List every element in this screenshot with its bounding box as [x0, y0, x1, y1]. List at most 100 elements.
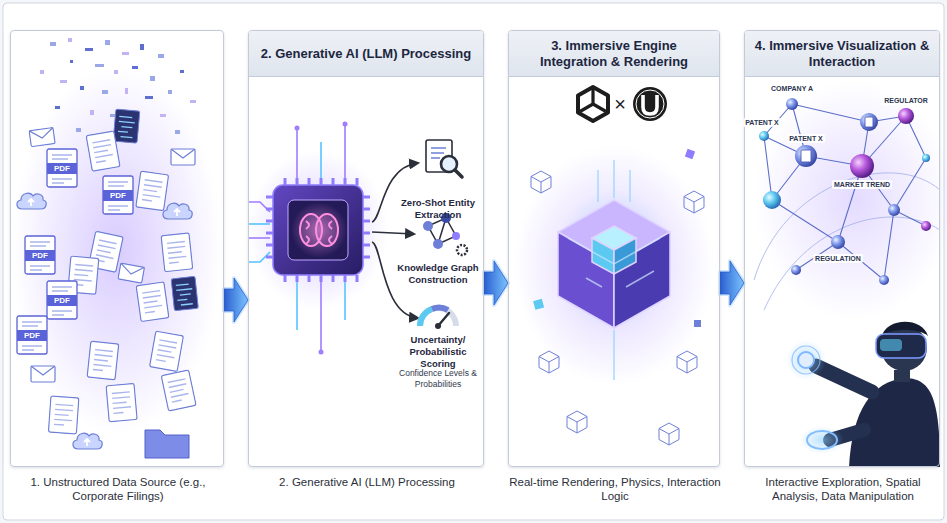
main-cube: [558, 200, 670, 328]
panel-caption: Interactive Exploration, Spatial Analysi…: [745, 475, 941, 503]
graph-node-label: COMPANY A: [769, 84, 815, 93]
main-cube-part: [558, 232, 614, 328]
file-type-label: PDF: [54, 164, 70, 174]
data-bits-part: [76, 128, 81, 132]
gauge-icon: [420, 308, 456, 329]
llm-chip-illustration: [248, 122, 467, 355]
data-bits-part: [55, 106, 60, 109]
vr-network-illustration-part: [898, 108, 914, 124]
engine-illustration-part: [694, 320, 701, 327]
panel-caption: Real-time Rendering, Physics, Interactio…: [509, 475, 721, 503]
circuit-traces-part: [248, 223, 270, 225]
vr-network-illustration-part: [795, 145, 817, 167]
llm-chip-illustration-part: [288, 200, 348, 260]
data-bits-part: [190, 100, 196, 103]
documents-illustration-part: [150, 331, 184, 371]
vr-user-part: [894, 370, 910, 382]
circuit-traces-part: [296, 282, 298, 330]
circuit-traces-part: [248, 237, 270, 239]
vr-user-part: [880, 339, 902, 351]
panel-caption: 2. Generative AI (LLM) Processing: [249, 475, 485, 489]
vr-network-illustration-part: [922, 154, 930, 162]
network-links: [764, 104, 926, 280]
data-bits-part: [102, 90, 108, 94]
graph-node-label: PATENT X: [787, 134, 825, 143]
engine-illustration: [508, 87, 718, 445]
engine-illustration-part: [685, 149, 695, 159]
brain-icon-part: [306, 221, 332, 244]
vr-network-illustration-part: [791, 265, 801, 275]
documents-illustration-part: [12, 65, 222, 435]
chip-pins-part: [266, 197, 273, 257]
unreal-logo-part: [643, 95, 657, 114]
data-bits-part: [95, 64, 104, 67]
main-cube-part: [614, 232, 670, 328]
panel-header: 4. Immersive Visualization & Interaction: [745, 31, 939, 77]
vr-network-illustration-part: [921, 221, 931, 231]
graph-node-label: MARKET TREND: [832, 180, 892, 189]
graph-node-label: REGULATION: [813, 254, 863, 263]
flow-arrow: [224, 278, 248, 322]
arrow-body: [224, 278, 248, 322]
chip-pins-part: [285, 275, 357, 282]
file-type-label: PDF: [110, 191, 126, 201]
graph-node-label: PATENT X: [743, 118, 781, 127]
data-bits-part: [158, 54, 164, 58]
data-bits-part: [40, 70, 44, 74]
vr-network-illustration-part: [786, 98, 798, 110]
data-bits-part: [68, 38, 72, 42]
feature-label: Knowledge Graph Construction: [394, 262, 482, 286]
documents-illustration-part: [161, 233, 193, 272]
llm-chip-illustration-part: [291, 202, 347, 258]
data-bits-part: [145, 96, 153, 99]
gauge-icon-part: [435, 323, 441, 329]
documents-illustration-part: [87, 341, 119, 380]
feature-label: Zero-Shot Entity Extraction: [394, 197, 482, 221]
engine-illustration-part: [508, 277, 548, 289]
unreal-logo-part: [636, 90, 664, 118]
engine-illustration-part: [677, 351, 697, 373]
engine-illustration-part: [554, 190, 674, 330]
documents-illustration-part: [25, 236, 55, 274]
graph-icon-part: [452, 232, 460, 240]
graph-icon-part: [428, 218, 456, 244]
documents-illustration-part: [29, 128, 55, 147]
file-type-label: PDF: [24, 331, 40, 341]
vr-network-illustration-part: [850, 154, 874, 178]
vr-network-illustration-part: [759, 131, 769, 141]
sweep-arcs-part: [764, 217, 940, 310]
unity-logo: [578, 87, 608, 121]
vr-user-part: [792, 346, 820, 374]
chip-pins: [266, 178, 370, 282]
vr-user-part: [816, 366, 872, 392]
network-links-part: [764, 104, 926, 280]
data-bits-part: [160, 114, 166, 117]
documents-illustration-part: [136, 282, 169, 322]
vr-user: [786, 322, 940, 467]
unity-logo-part: [578, 87, 608, 121]
data-bits-part: [168, 90, 172, 94]
arrow-body: [720, 261, 744, 305]
engine-illustration-part: [533, 299, 544, 310]
arrow-glow: [720, 261, 744, 305]
vr-network-illustration-part: [879, 275, 889, 285]
engine-illustration-part: [684, 191, 704, 213]
data-bits-part: [80, 86, 84, 90]
data-bits-part: [114, 70, 118, 74]
documents-illustration-part: [136, 171, 169, 211]
circuit-traces-part: [320, 142, 322, 178]
process-arrows-part: [372, 232, 414, 234]
graph-icon-part: [433, 239, 443, 249]
vr-network-illustration: [754, 80, 947, 467]
documents-illustration-part: [47, 149, 77, 187]
documents-illustration-part: [118, 263, 144, 283]
documents-illustration-part: [17, 193, 46, 209]
vr-network-illustration-part: [831, 235, 845, 249]
documents-illustration-part: [86, 131, 120, 171]
graph-node-label: REGULATOR: [882, 96, 930, 105]
main-cube-part: [592, 238, 614, 274]
